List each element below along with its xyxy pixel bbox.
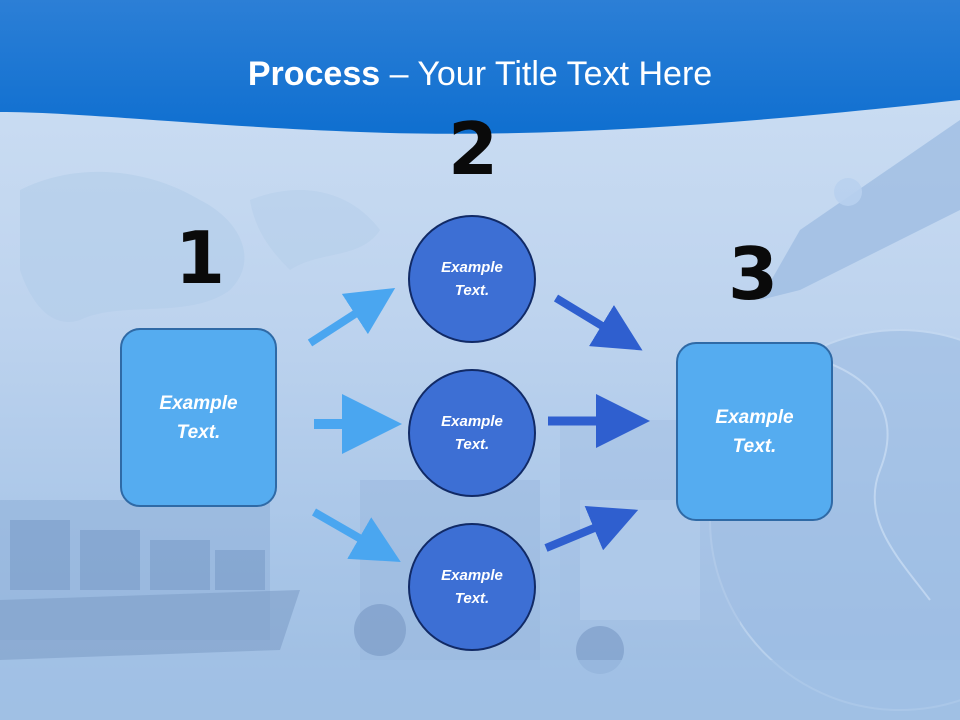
arrow-top-circle-to-right-box [553, 294, 643, 351]
title-bold: Process [247, 55, 381, 93]
circle-bottom: Example Text. [408, 523, 536, 651]
step-number-2: 2 [447, 107, 499, 191]
right-box: Example Text. [676, 342, 833, 521]
circle-middle: Example Text. [408, 369, 536, 497]
step-number-3: 3 [727, 232, 779, 316]
left-box-text: Example Text. [159, 392, 238, 443]
circle-middle-text: Example Text. [441, 413, 503, 453]
right-box-text: Example Text. [715, 406, 794, 457]
circle-top: Example Text. [408, 215, 536, 343]
arrow-bottom-circle-to-right-box [544, 506, 639, 552]
step-number-1: 1 [174, 216, 226, 300]
circle-top-text: Example Text. [441, 259, 503, 299]
circle-bottom-text: Example Text. [441, 567, 503, 607]
slide-title: Process – Your Title Text Here [0, 52, 960, 96]
left-box: Example Text. [120, 328, 277, 507]
title-rest: – Your Title Text Here [380, 55, 713, 93]
header-band [0, 0, 960, 134]
arrow-box-to-top-circle [307, 287, 396, 347]
arrow-box-to-bottom-circle [312, 508, 401, 562]
